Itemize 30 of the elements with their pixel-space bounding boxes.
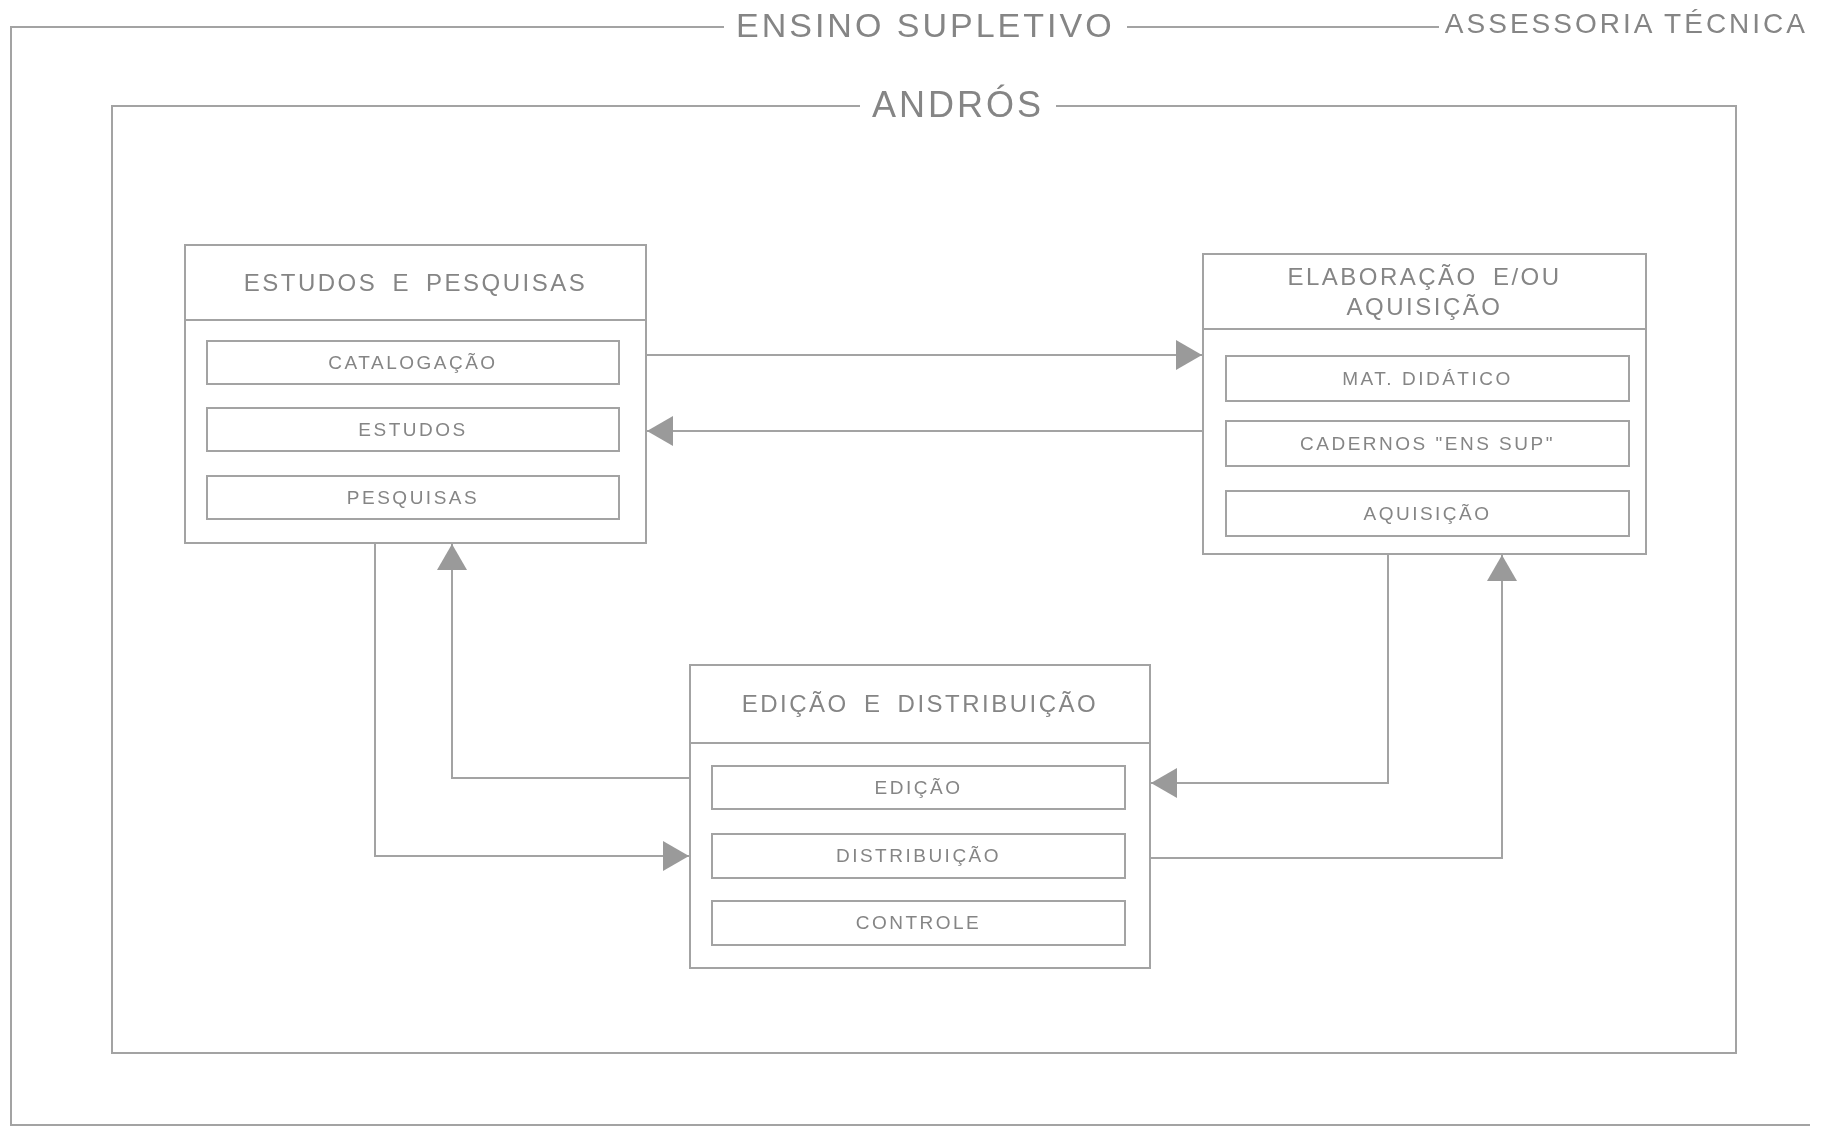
- item-box: [206, 407, 620, 452]
- group-heading: ESTUDOS E PESQUISAS: [243, 267, 588, 298]
- item-label: CADERNOS "ENS SUP": [1300, 432, 1555, 455]
- item-box: [1225, 420, 1630, 467]
- arrow: [437, 543, 690, 779]
- group-heading: ELABORAÇÃO E/OU AQUISIÇÃO: [1286, 261, 1563, 322]
- item-box: [711, 765, 1126, 810]
- item-label: ESTUDOS: [358, 418, 468, 441]
- item-box: [206, 340, 620, 385]
- group-box: [1202, 253, 1647, 555]
- arrow: [374, 543, 690, 871]
- item-label: MAT. DIDÁTICO: [1342, 367, 1513, 390]
- item-box: [711, 833, 1126, 879]
- item-label: CONTROLE: [855, 912, 982, 934]
- item-box: [1225, 490, 1630, 537]
- arrow: [1150, 554, 1517, 859]
- item-label: PESQUISAS: [346, 486, 480, 509]
- item-box: [206, 475, 620, 520]
- group-box: [184, 244, 647, 544]
- group-box: [689, 664, 1151, 969]
- item-label: CATALOGAÇÃO: [328, 351, 498, 374]
- item-label: AQUISIÇÃO: [1363, 502, 1492, 525]
- item-label: DISTRIBUIÇÃO: [835, 845, 1002, 867]
- group-heading: EDIÇÃO E DISTRIBUIÇÃO: [741, 689, 1099, 719]
- arrow: [646, 340, 1203, 370]
- arrow: [646, 416, 1203, 446]
- arrow: [1150, 554, 1389, 798]
- item-box: [1225, 355, 1630, 402]
- item-box: [711, 900, 1126, 946]
- item-label: EDIÇÃO: [874, 776, 963, 799]
